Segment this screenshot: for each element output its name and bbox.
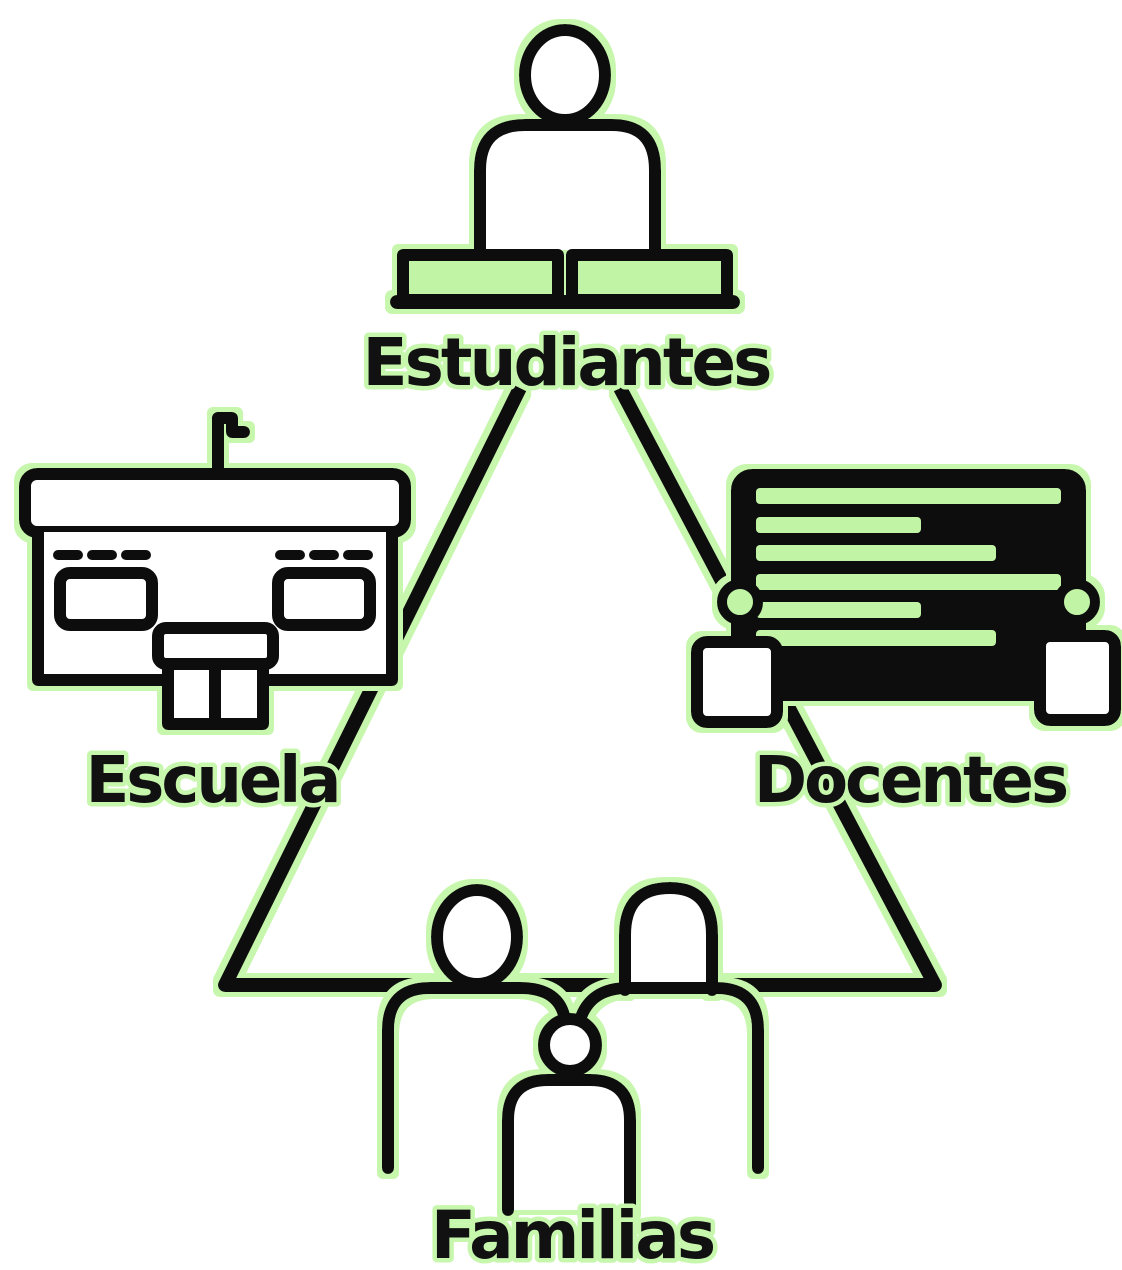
label-escuela: Escuela: [86, 744, 339, 818]
label-familias: Familias: [431, 1197, 714, 1270]
family-icon: [382, 882, 764, 1216]
teacher-blackboard-icon: [691, 469, 1121, 728]
label-docentes: Docentes: [754, 744, 1067, 818]
label-estudiantes: Estudiantes: [363, 324, 771, 401]
school-building-icon: [19, 412, 411, 730]
student-reading-icon: [390, 24, 740, 309]
